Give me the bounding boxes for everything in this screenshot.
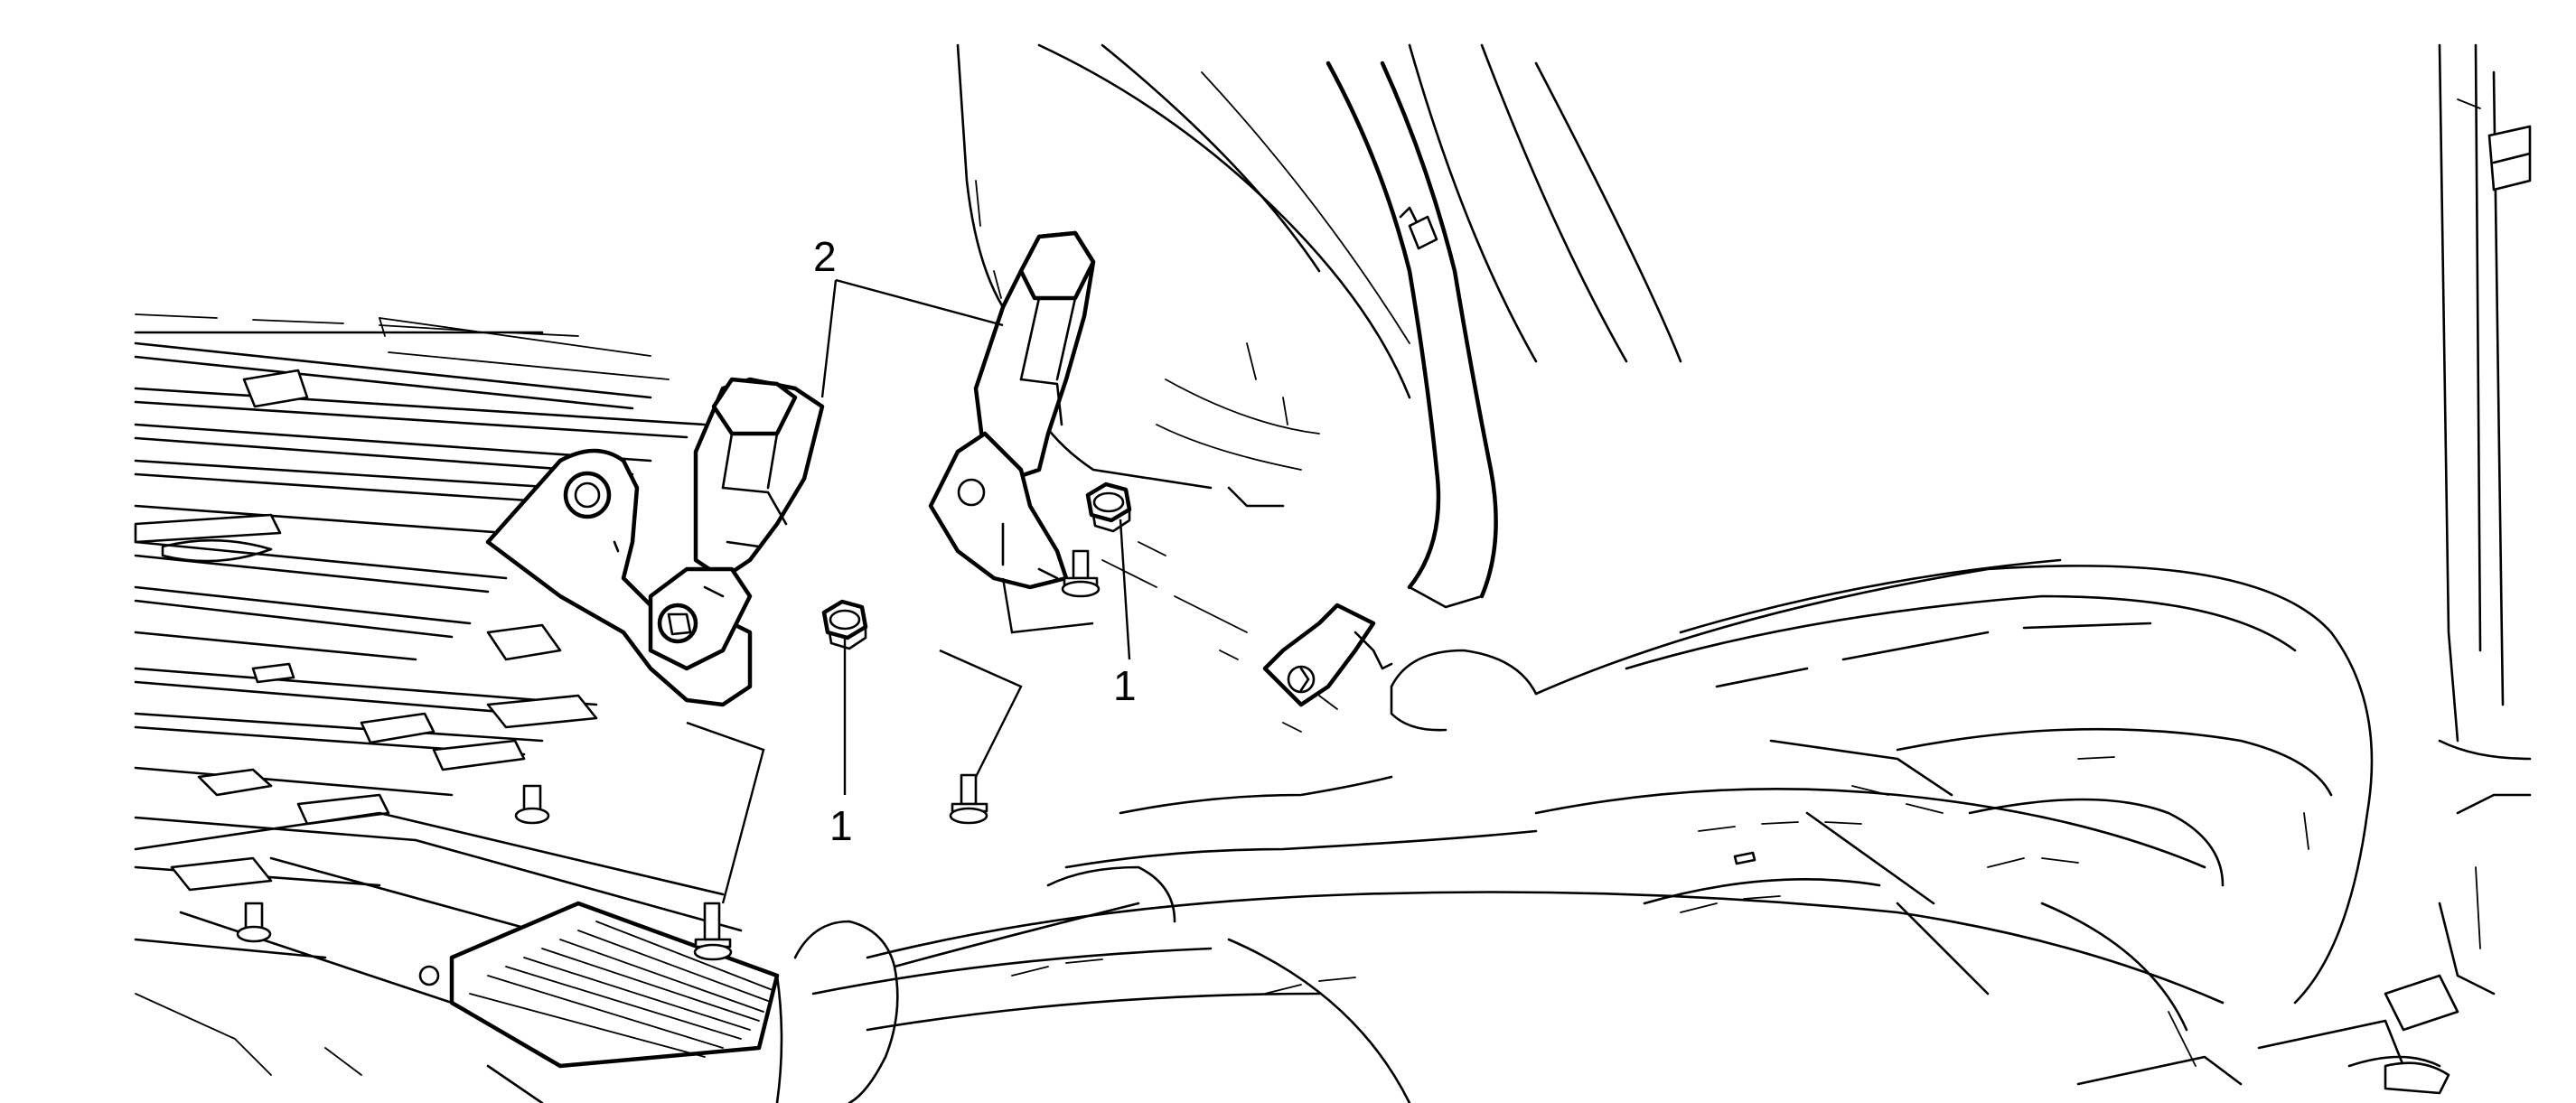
- shoulder-belt-anchor: [1219, 603, 1393, 733]
- floor-stud-mid: [514, 784, 550, 825]
- floor-stud-left: [236, 902, 272, 943]
- callout-1-left: 1: [829, 802, 853, 849]
- anchor-stud-center: [949, 773, 988, 825]
- vehicle-body-right: [2076, 43, 2532, 1095]
- cushion-bolster-left: [775, 865, 1176, 1103]
- leader-lines: [686, 278, 1131, 904]
- floor-stud-lower: [418, 965, 440, 986]
- anchor-stud-right: [1061, 549, 1101, 598]
- shoulder-belt-webbing: [1325, 61, 1498, 609]
- buckle-nut-right: [1085, 481, 1132, 533]
- floor-carpet-panel: [134, 313, 743, 1076]
- buckle-nut-left: [821, 599, 868, 650]
- rear-seat-cushion: [811, 558, 2374, 1103]
- right-buckle-assembly: [928, 230, 1096, 590]
- anchor-stud-left: [693, 902, 733, 961]
- callout-1-right: 1: [1113, 662, 1137, 709]
- callout-2: 2: [813, 233, 837, 280]
- rear-floor-mat: [449, 901, 780, 1103]
- left-buckle-assembly: [485, 377, 825, 707]
